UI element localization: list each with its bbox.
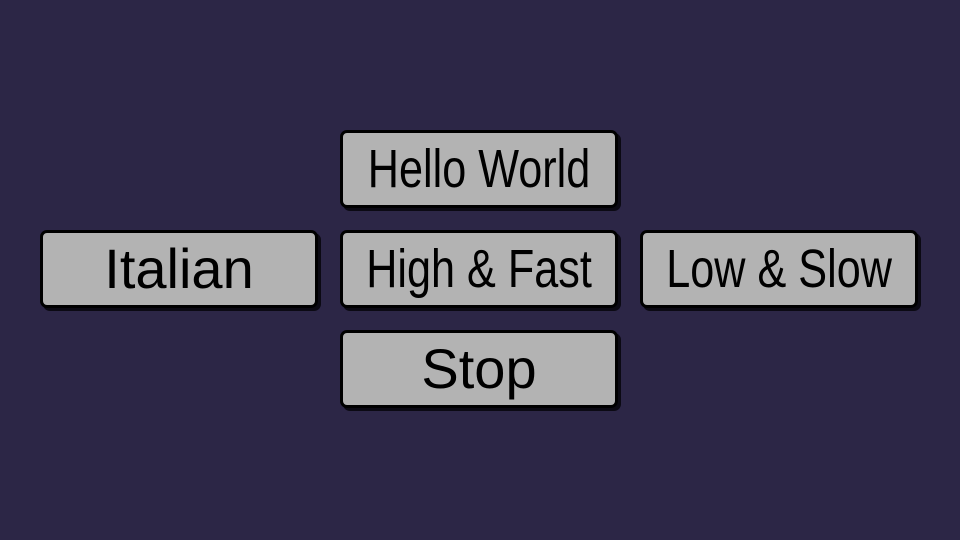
high-fast-button[interactable]: High & Fast [340,230,618,308]
low-slow-button-label: Low & Slow [666,239,892,299]
italian-button[interactable]: Italian [40,230,318,308]
stop-button-label: Stop [421,337,537,400]
italian-button-label: Italian [104,237,254,300]
hello-world-button-label: Hello World [367,139,591,199]
high-fast-button-label: High & Fast [366,239,592,299]
stop-button[interactable]: Stop [340,330,618,408]
hello-world-button[interactable]: Hello World [340,130,618,208]
low-slow-button[interactable]: Low & Slow [640,230,918,308]
